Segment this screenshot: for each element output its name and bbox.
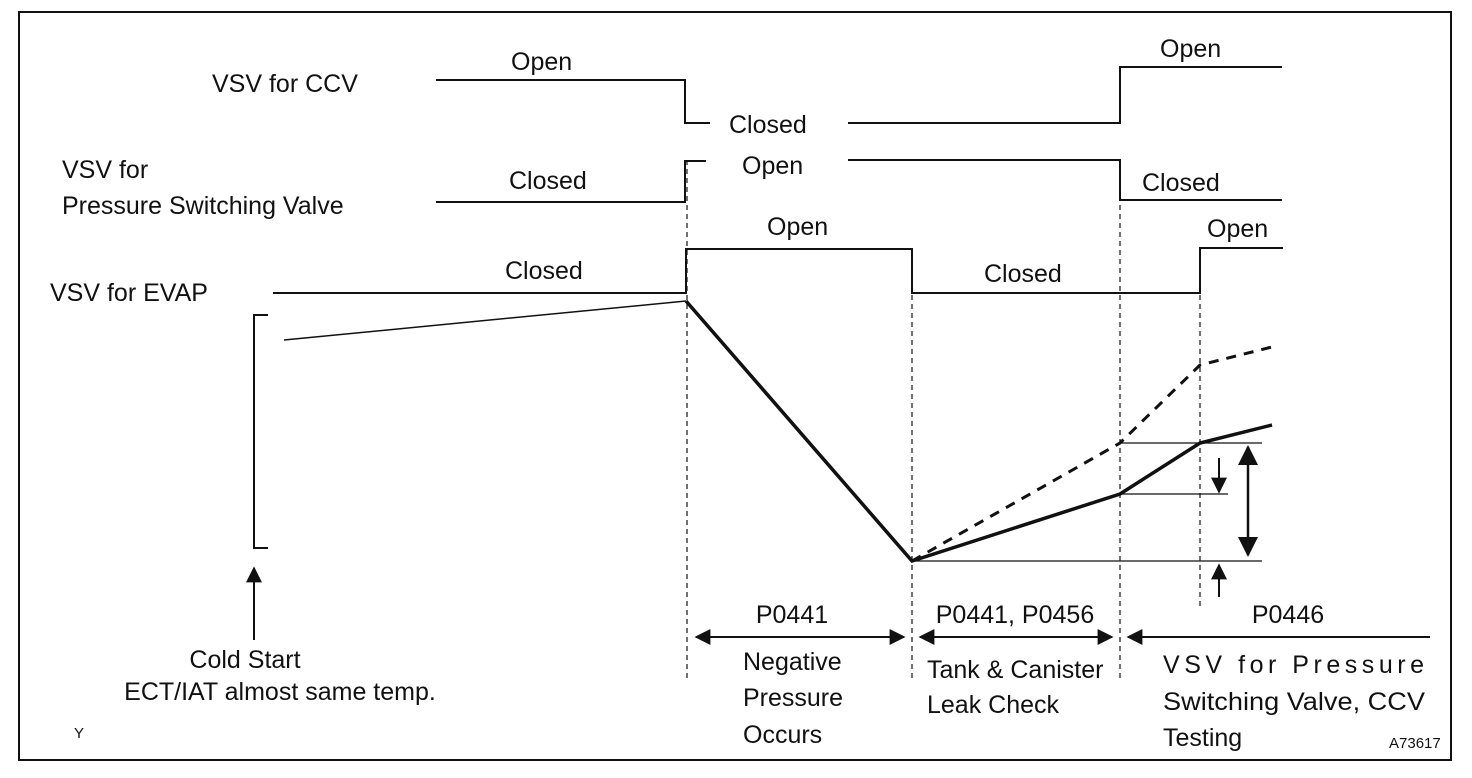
- evap-signal-line: [273, 247, 1283, 294]
- evap-state-closed-1: Closed: [505, 257, 583, 285]
- ccv-signal-line-2: [848, 66, 1282, 124]
- phase-3-desc-line2: Switching Valve, CCV: [1163, 688, 1425, 716]
- phase-1-desc-line2: Pressure: [743, 684, 843, 712]
- psv-row-label-line2: Pressure Switching Valve: [62, 192, 344, 220]
- ccv-state-closed: Closed: [729, 111, 807, 139]
- phase-1-desc-line3: Occurs: [743, 721, 822, 749]
- ccv-row-label: VSV for CCV: [212, 70, 358, 98]
- psv-state-closed-2: Closed: [1142, 169, 1220, 197]
- phase-1-code: P0441: [756, 601, 828, 629]
- phase-2-desc-line1: Tank & Canister: [927, 656, 1103, 684]
- corner-mark: Y: [74, 725, 84, 742]
- psv-row-label-line1: VSV for: [62, 156, 148, 184]
- phase-3-code: P0446: [1252, 601, 1324, 629]
- psv-state-open: Open: [742, 152, 803, 180]
- cold-start-label-line1: Cold Start: [189, 646, 300, 674]
- figure-id: A73617: [1389, 735, 1441, 752]
- diagram-frame: [18, 11, 1452, 761]
- ccv-state-open-1: Open: [511, 48, 572, 76]
- ccv-state-open-2: Open: [1160, 35, 1221, 63]
- phase-2-desc-line2: Leak Check: [927, 691, 1060, 719]
- psv-signal-line-2: [848, 159, 1282, 201]
- phase-3-desc-line3: Testing: [1163, 724, 1242, 752]
- evap-state-open-1: Open: [767, 213, 828, 241]
- pressure-rise-line: [283, 300, 687, 341]
- phase-2-code: P0441, P0456: [936, 601, 1094, 629]
- psv-state-closed-1: Closed: [509, 167, 587, 195]
- phase-1-desc-line1: Negative: [743, 648, 842, 676]
- cold-start-label-line2: ECT/IAT almost same temp.: [124, 678, 436, 706]
- psv-signal-line: [436, 160, 706, 203]
- evap-state-open-2: Open: [1207, 215, 1268, 243]
- evap-state-closed-2: Closed: [984, 260, 1062, 288]
- evap-row-label: VSV for EVAP: [50, 279, 208, 307]
- pressure-axis-bracket: [253, 314, 268, 549]
- phase-3-desc-line1: VSV for Pressure: [1163, 651, 1424, 679]
- ccv-signal-line: [436, 79, 710, 124]
- pressure-curve-dashed: [911, 345, 1273, 563]
